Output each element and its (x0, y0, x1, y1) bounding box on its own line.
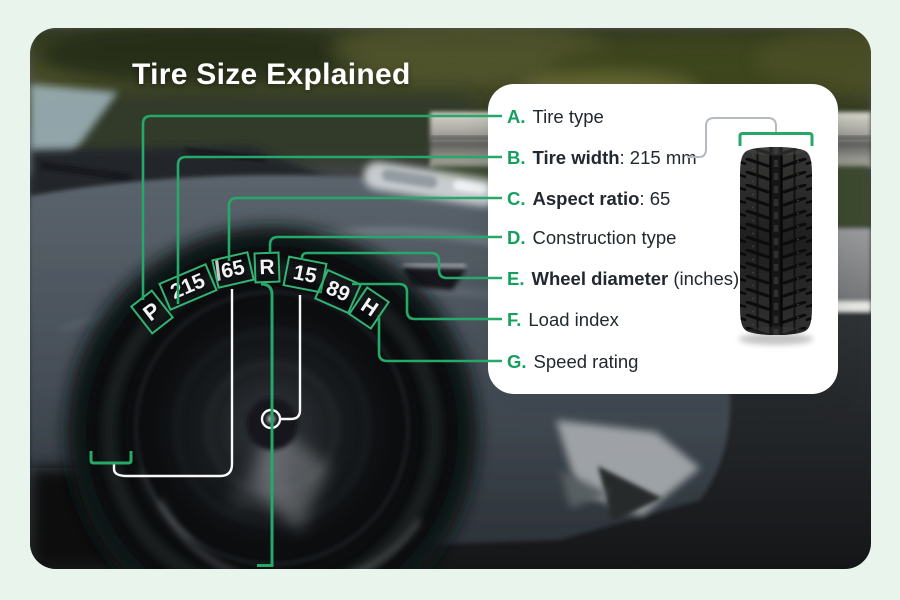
legend-item-wheel-diameter: E.Wheel diameter (inches) (507, 268, 740, 289)
legend-item-aspect-ratio: C.Aspect ratio: 65 (507, 188, 671, 209)
legend-item-construction-type: D. Construction type (507, 226, 676, 250)
legend-letter: A. (507, 106, 526, 127)
wiper-blade (39, 161, 132, 182)
fender-crease-highlight (402, 264, 466, 268)
page-title: Tire Size Explained (132, 58, 411, 91)
hub-cap-highlight (267, 415, 275, 423)
legend-label: Speed rating (533, 351, 639, 372)
legend-item-load-index: F. Load index (507, 308, 619, 332)
legend-letter: C. (507, 188, 526, 209)
legend-letter: E. (507, 268, 525, 289)
legend-letter: B. (507, 147, 526, 168)
legend-item-speed-rating: G. Speed rating (507, 350, 638, 374)
legend-panel: A. Tire type B.Tire width: 215 mm C.Aspec… (488, 84, 838, 394)
hub (246, 398, 298, 450)
legend-letter: D. (507, 227, 526, 248)
legend-letter: G. (507, 351, 527, 372)
legend-item-tire-type: A. Tire type (507, 105, 604, 129)
legend-label: Tire type (532, 106, 604, 127)
legend-item-tire-width: B.Tire width: 215 mm (507, 147, 697, 168)
legend-letter: F. (507, 309, 522, 330)
legend-label: Load index (528, 309, 619, 330)
legend-label: Construction type (532, 227, 677, 248)
